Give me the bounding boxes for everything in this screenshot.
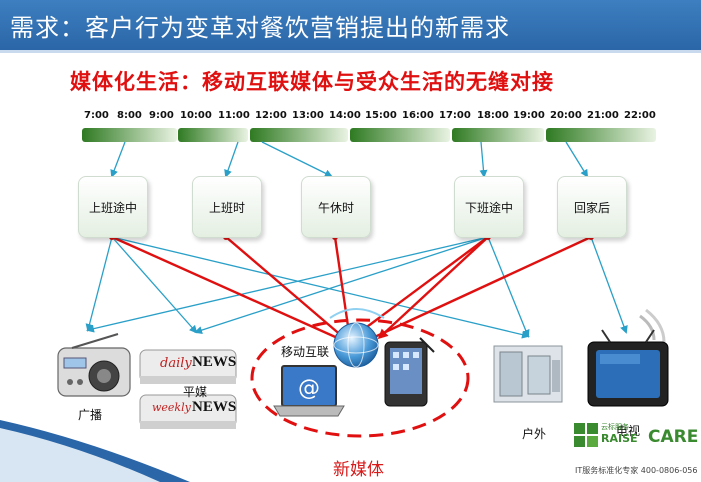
media-tv-label: 电视 [616,424,641,438]
stage-commute-evening: 下班途中 [454,176,524,238]
header-bar: 需求：客户行为变革对餐饮营销提出的新需求 [0,0,701,50]
newspaper-weekly-icon [139,394,237,429]
time-label: 18:00 [477,110,509,121]
time-label: 8:00 [117,110,142,121]
corner-swoosh-inner [0,428,160,482]
logo-cn: 云标服务 [601,423,629,431]
logo-mark [574,423,598,447]
new-media-ellipse [250,318,470,438]
newspaper-daily-label: daily [160,356,192,371]
slide-subtitle: 媒体化生活：移动互联媒体与受众生活的无缝对接 [70,70,554,94]
svg-text:@: @ [298,376,320,401]
globe-icon [329,308,385,368]
stage-to-mobile-arrows [111,235,592,342]
stage-commute-morning: 上班途中 [78,176,148,238]
media-radio-label: 广播 [78,408,103,422]
media-mobile-label: 移动互联 [281,345,330,359]
timeline-bar [82,128,656,142]
media-print-label: 平媒 [183,385,208,399]
logo-tagline: IT服务标准化专家 400-0806-056 [575,466,698,475]
time-label: 12:00 [255,110,287,121]
billboard-icon [493,345,563,403]
time-label: 10:00 [180,110,212,121]
time-label: 15:00 [365,110,397,121]
pda-icon [384,337,435,407]
timeline-segment [452,128,544,142]
timeline-segment [178,128,248,142]
time-label: 9:00 [149,110,174,121]
timeline-segment [82,128,177,142]
time-label: 19:00 [513,110,545,121]
stage-lunch-break: 午休时 [301,176,371,238]
stage-at-home: 回家后 [557,176,627,238]
time-label: 11:00 [218,110,250,121]
time-label: 7:00 [84,110,109,121]
timeline-segment [546,128,656,142]
time-label: 17:00 [439,110,471,121]
stage-at-work: 上班时 [192,176,262,238]
logo-brand-a: RAISE [601,432,638,445]
newspaper-daily-icon [139,349,237,384]
tv-icon [587,308,669,407]
newspaper-weekly-label: weekly [152,401,191,414]
time-label: 22:00 [624,110,656,121]
timeline-segment [350,128,450,142]
newspaper-daily-news: NEWS [192,354,237,370]
timeline-arrows [110,141,589,178]
newspaper-weekly-news: NEWS [192,399,237,415]
time-label: 16:00 [402,110,434,121]
logo-brand-b: CARE [648,427,699,447]
laptop-icon: @ [273,365,345,417]
time-label: 13:00 [292,110,324,121]
time-label: 21:00 [587,110,619,121]
timeline-segment [250,128,348,142]
page-title: 需求：客户行为变革对餐饮营销提出的新需求 [10,14,510,42]
header-divider [0,50,701,53]
new-media-label: 新媒体 [333,460,384,480]
radio-icon [57,333,131,397]
time-label: 20:00 [550,110,582,121]
stage-to-media-arrows [85,236,628,339]
media-outdoor-label: 户外 [522,427,547,441]
time-label: 14:00 [329,110,361,121]
